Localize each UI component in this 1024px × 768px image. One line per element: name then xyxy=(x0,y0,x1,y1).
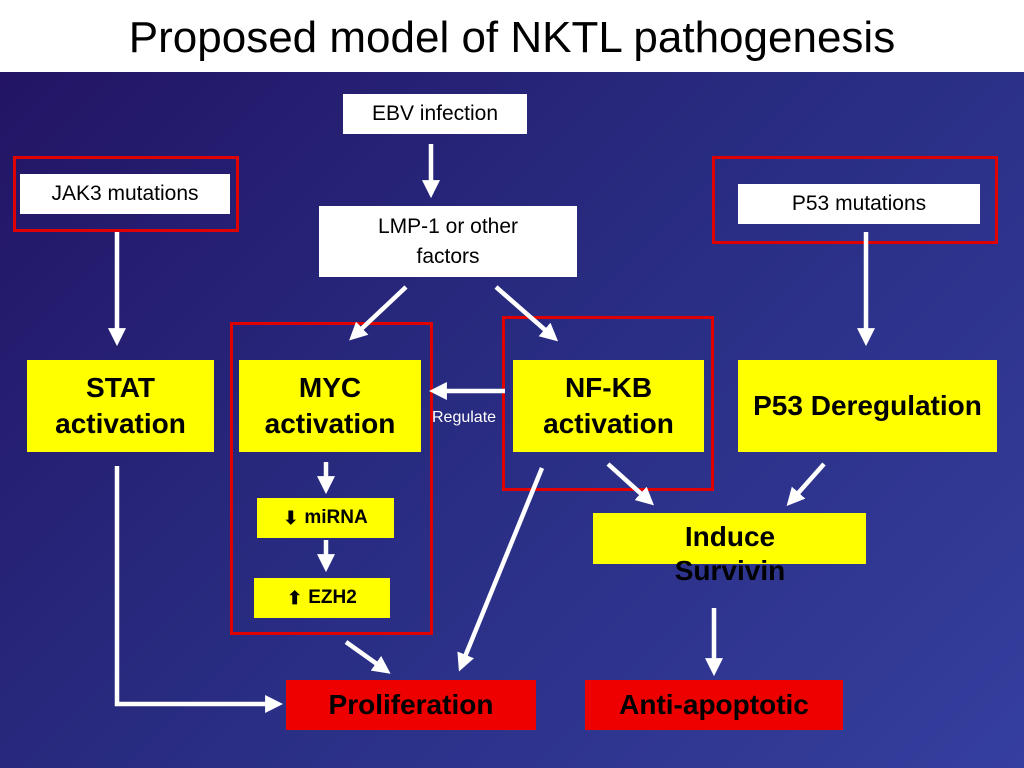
diagram-canvas: EBV infection JAK3 mutations LMP-1 or ot… xyxy=(0,72,1024,768)
nfkb-activation-box: NF-KB activation xyxy=(513,360,704,452)
ebv-infection-box: EBV infection xyxy=(343,94,527,134)
p53-mutation-highlight-frame xyxy=(712,156,998,244)
myc-highlight-frame xyxy=(230,322,433,635)
jak3-highlight-frame xyxy=(13,156,239,232)
survivin-box xyxy=(593,513,866,564)
p53-deregulation-box: P53 Deregulation xyxy=(738,360,997,452)
page-title: Proposed model of NKTL pathogenesis xyxy=(128,13,896,62)
proliferation-box: Proliferation xyxy=(286,680,536,730)
arrow-nfkb-to-survivin xyxy=(606,462,655,506)
regulate-label: Regulate xyxy=(432,409,497,426)
anti-apoptotic-box: Anti-apoptotic xyxy=(585,680,843,730)
arrow-layer xyxy=(108,144,875,713)
arrow-p53dereg-to-survivin xyxy=(786,462,826,507)
mirna-box: ⬇ miRNA xyxy=(257,498,394,538)
stat-activation-box: STAT activation xyxy=(27,360,214,452)
nfkb-highlight-frame xyxy=(502,316,714,491)
arrow-lmp1-to-nfkb xyxy=(494,285,559,342)
p53-mutations-box: P53 mutations xyxy=(738,184,980,224)
ezh2-label: EZH2 xyxy=(308,587,357,608)
arrow-stat-to-proliferation xyxy=(114,466,284,713)
jak3-mutations-box: JAK3 mutations xyxy=(20,174,230,214)
ezh2-box: ⬆ EZH2 xyxy=(254,578,390,618)
survivin-label: Induce Survivin xyxy=(674,521,786,586)
arrow-ezh2-to-proliferation xyxy=(344,640,391,674)
myc-activation-box: MYC activation xyxy=(239,360,421,452)
arrow-nfkb-to-proliferation xyxy=(457,467,545,672)
lmp1-factors-box: LMP-1 or other factors xyxy=(319,206,577,277)
arrow-lmp1-to-myc xyxy=(349,285,408,341)
arrow-up-icon: ⬆ xyxy=(287,587,303,608)
mirna-label: miRNA xyxy=(304,507,368,528)
arrow-down-icon: ⬇ xyxy=(283,507,299,528)
